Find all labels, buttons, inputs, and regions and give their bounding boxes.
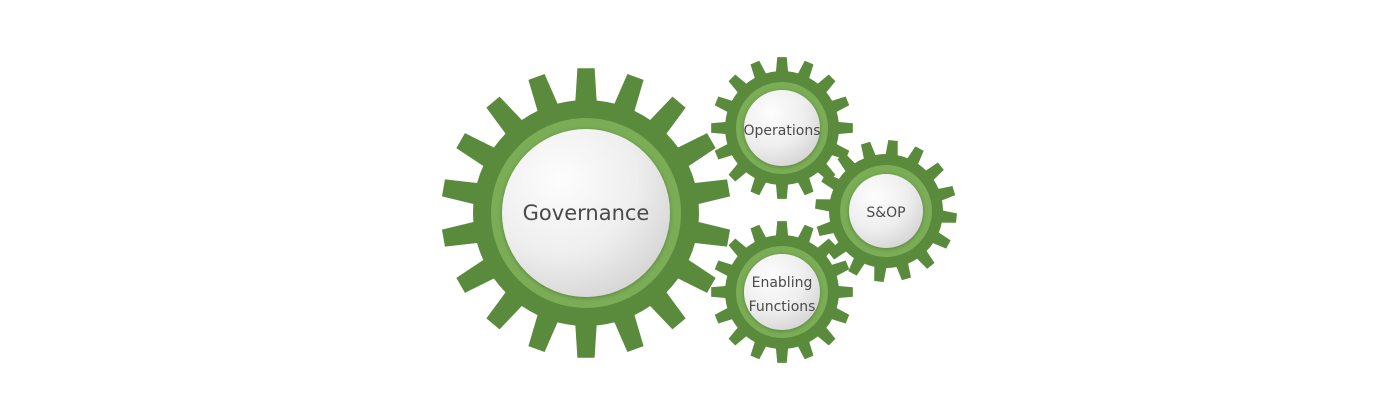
operations-gear-hub: [744, 90, 820, 166]
sop-label: S&OP: [866, 205, 905, 221]
enabling-functions-gear-hub: [744, 254, 820, 330]
sop-gear: S&OP: [815, 140, 957, 282]
enabling-functions-label-line1: Enabling: [752, 275, 813, 291]
sop-gear-hub: [849, 174, 923, 248]
enabling-functions-gear: Enabling Functions: [711, 221, 853, 363]
enabling-functions-label-line2: Functions: [749, 299, 816, 315]
operations-label: Operations: [744, 123, 821, 139]
governance-gear: Governance: [441, 68, 731, 358]
governance-gear-hub: [502, 129, 670, 297]
governance-label: Governance: [523, 201, 650, 225]
operations-gear: Operations: [711, 57, 853, 199]
